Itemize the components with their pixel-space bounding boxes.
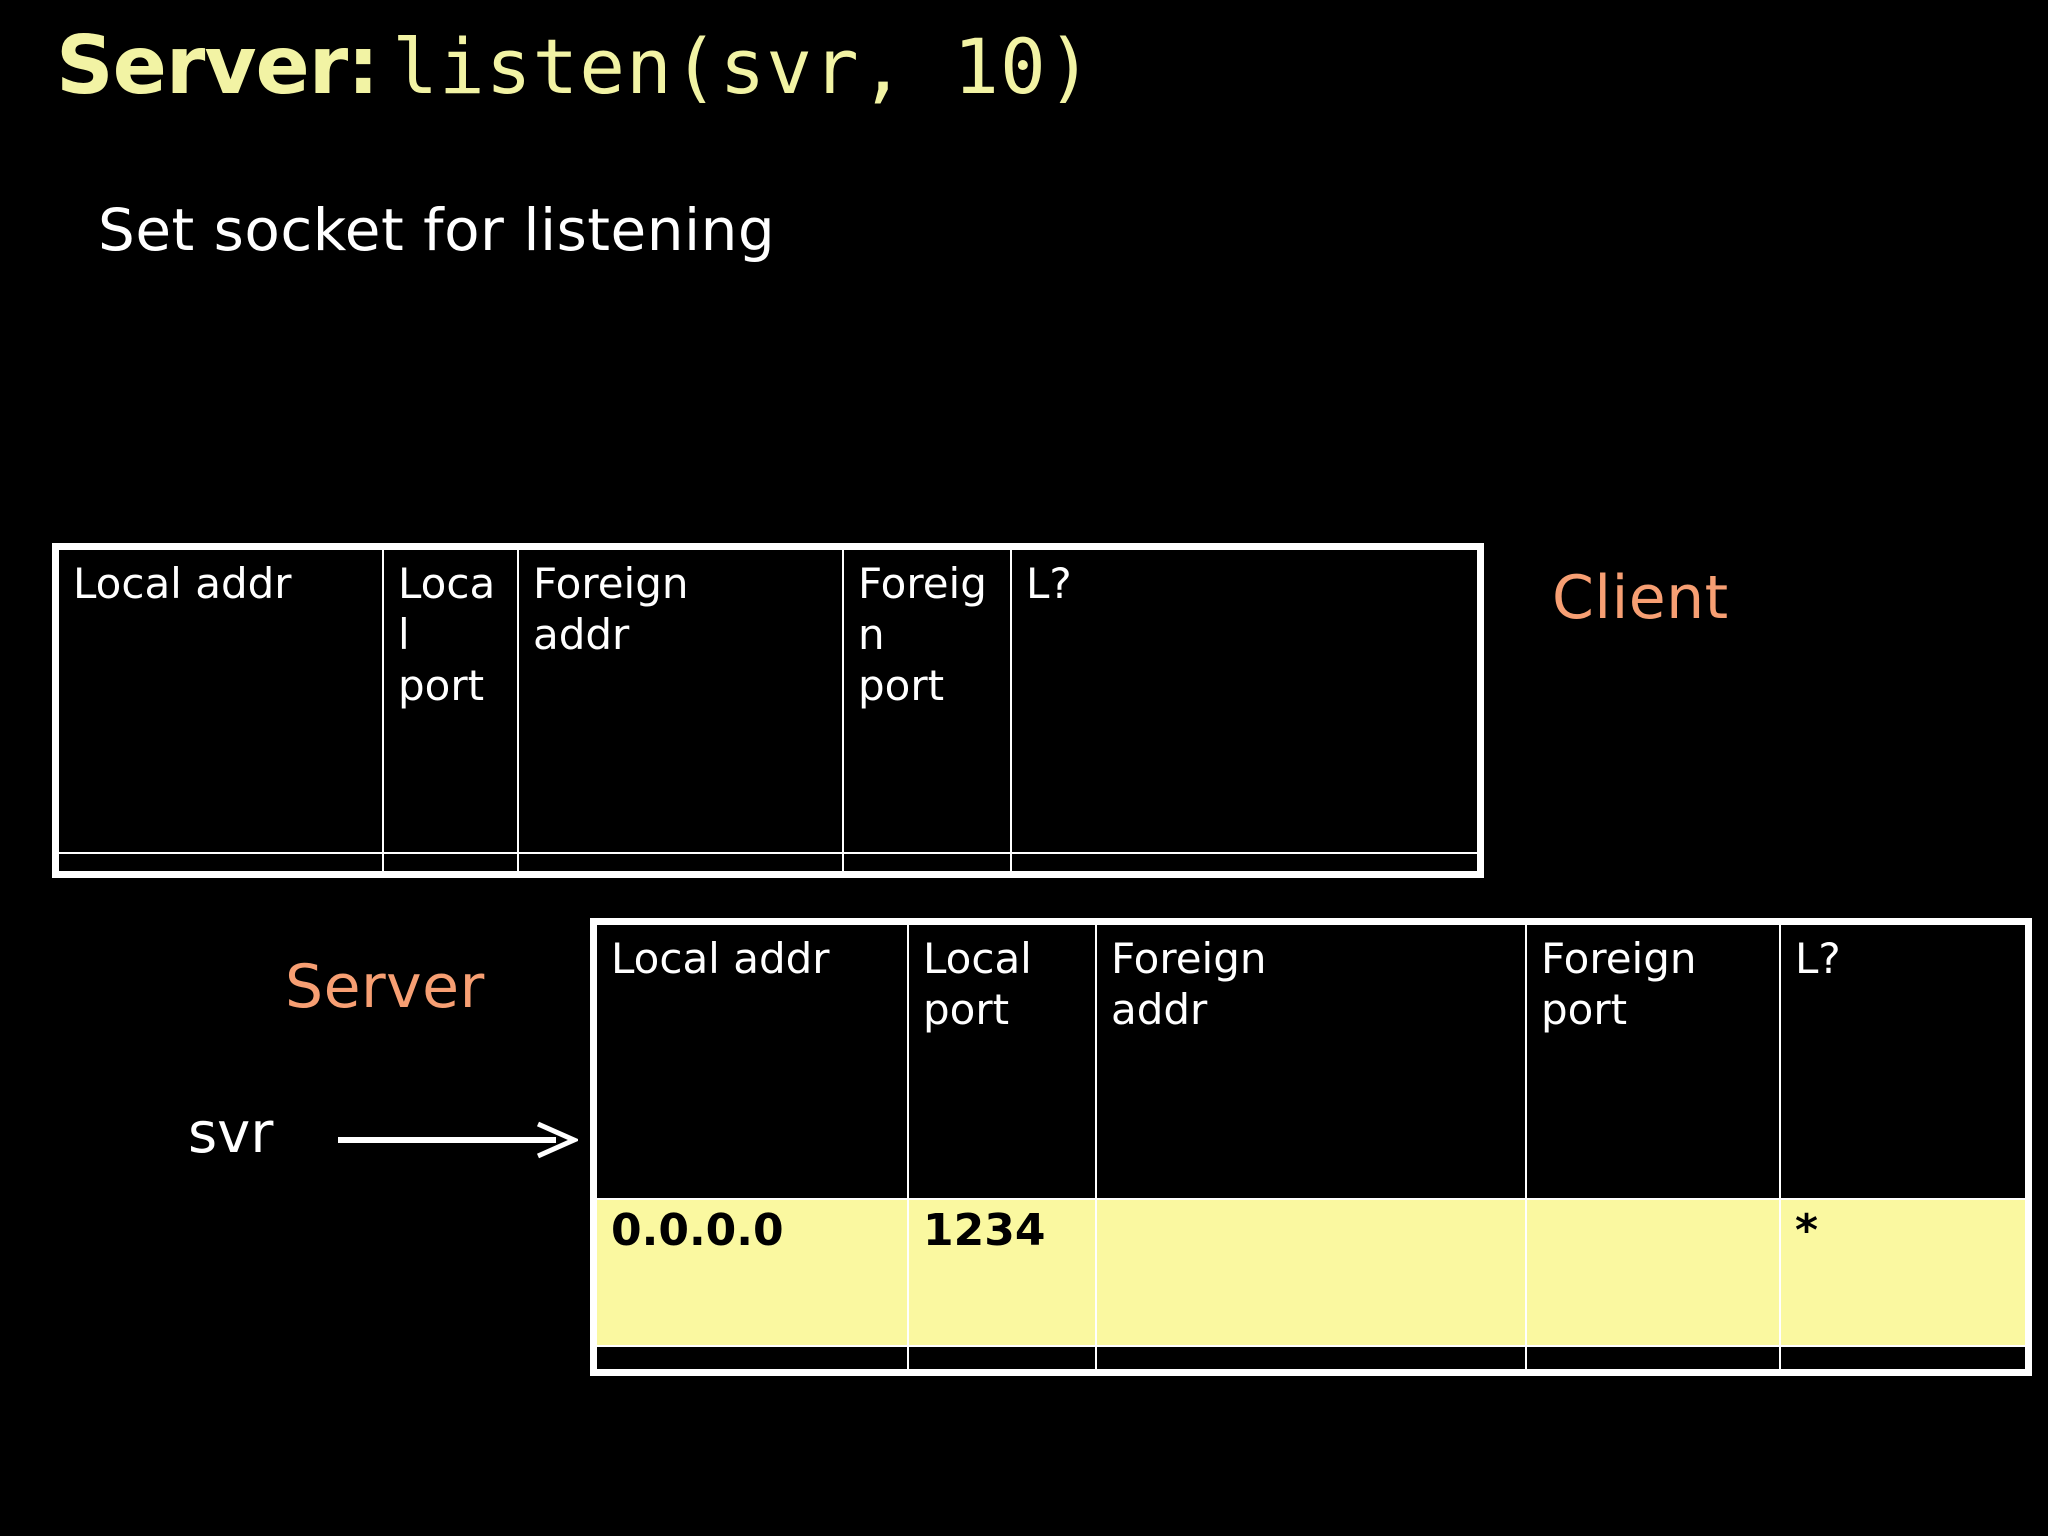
column-header-foreign-port: Foreign port [842, 547, 1012, 855]
header-text-line2: port [923, 985, 1010, 1035]
cell-local-port: 1234 [907, 1198, 1097, 1347]
column-header-local-port: Local port [907, 922, 1097, 1201]
header-text-line2: port [1541, 985, 1628, 1035]
table-row [595, 1344, 2027, 1371]
cell-local-addr [57, 852, 384, 873]
table-header-row: Local addr Local port Foreign addr Forei… [595, 922, 2027, 1201]
header-text: Local addr [611, 934, 830, 983]
header-text-line1: Foreign [1111, 934, 1267, 983]
svr-label: svr [188, 1101, 274, 1166]
header-text-line2: addr [1111, 985, 1208, 1035]
table-row-highlighted: 0.0.0.0 1234 * [595, 1198, 2027, 1347]
cell-foreign-addr [1095, 1344, 1527, 1371]
server-socket-table: Local addr Local port Foreign addr Forei… [590, 918, 2032, 1376]
cell-foreign-port [1525, 1344, 1781, 1371]
page-subtitle: Set socket for listening [98, 196, 776, 264]
column-header-foreign-addr: Foreign addr [517, 547, 844, 855]
header-text-line1: Local [398, 559, 496, 660]
cell-local-port [907, 1344, 1097, 1371]
header-text-line1: Foreign [858, 559, 987, 660]
column-header-listening: L? [1779, 922, 2027, 1201]
title-code-call: listen(svr, 10) [392, 22, 1094, 111]
header-text-line1: Foreign [533, 559, 689, 608]
cell-listening [1010, 852, 1479, 873]
header-text: Local addr [73, 559, 292, 608]
column-header-local-addr: Local addr [57, 547, 384, 855]
cell-foreign-addr [1095, 1198, 1527, 1347]
svr-pointer-annotation: svr [188, 1106, 588, 1196]
header-text: L? [1795, 934, 1841, 983]
header-text: L? [1026, 559, 1072, 608]
cell-foreign-port [1525, 1198, 1781, 1347]
column-header-local-addr: Local addr [595, 922, 909, 1201]
client-table-label: Client [1552, 563, 1729, 633]
cell-foreign-port [842, 852, 1012, 873]
arrow-right-icon [338, 1116, 581, 1168]
header-text-line2: port [398, 661, 485, 711]
table-header-row: Local addr Local port Foreign addr Forei… [57, 547, 1479, 855]
title-prefix: Server: [56, 19, 379, 112]
table-row [57, 852, 1479, 873]
cell-foreign-addr [517, 852, 844, 873]
cell-local-port [382, 852, 519, 873]
page-title: Server:listen(svr, 10) [56, 26, 1094, 106]
header-text-line1: Local [923, 934, 1032, 983]
client-socket-table: Local addr Local port Foreign addr Forei… [52, 543, 1484, 878]
cell-local-addr [595, 1344, 909, 1371]
server-table-label: Server [285, 952, 485, 1022]
column-header-foreign-port: Foreign port [1525, 922, 1781, 1201]
column-header-listening: L? [1010, 547, 1479, 855]
header-text-line2: addr [533, 610, 630, 660]
cell-listening [1779, 1344, 2027, 1371]
header-text-line1: Foreign [1541, 934, 1697, 983]
column-header-foreign-addr: Foreign addr [1095, 922, 1527, 1201]
header-text-line2: port [858, 661, 945, 711]
cell-local-addr: 0.0.0.0 [595, 1198, 909, 1347]
cell-listening: * [1779, 1198, 2027, 1347]
column-header-local-port: Local port [382, 547, 519, 855]
